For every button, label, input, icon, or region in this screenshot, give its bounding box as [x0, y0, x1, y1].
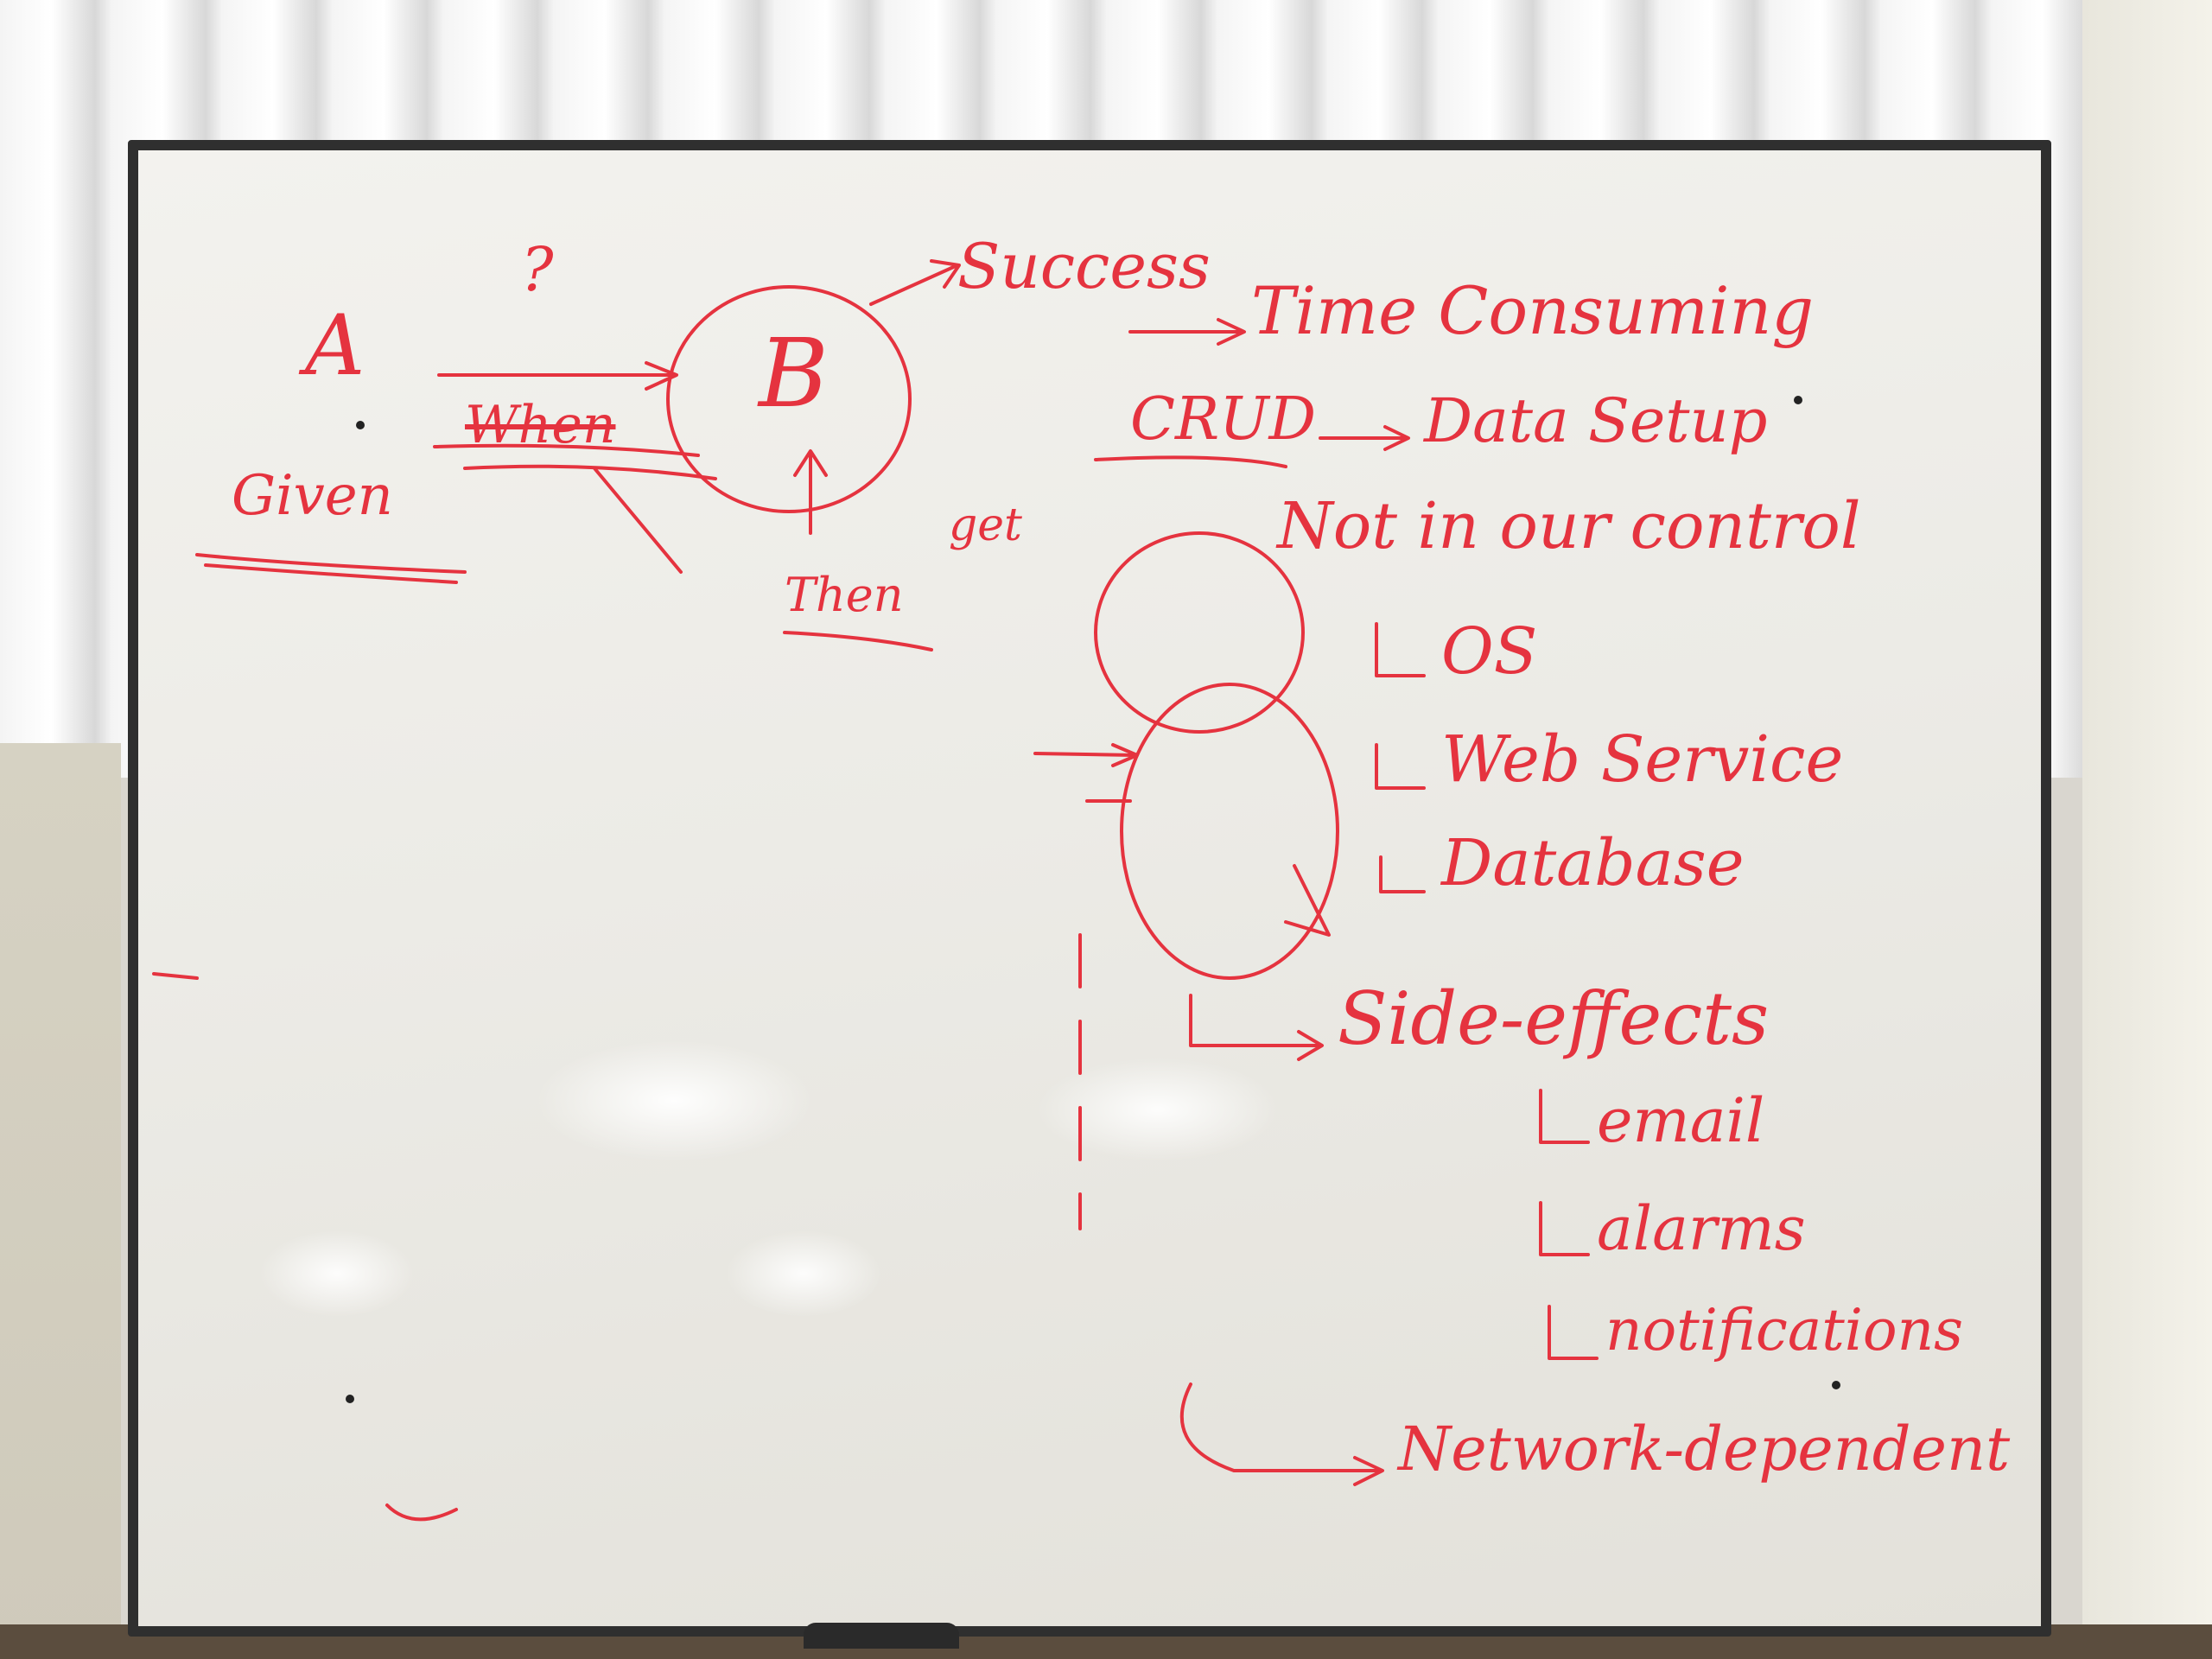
label-success: Success	[957, 230, 1211, 302]
label-question: ?	[521, 234, 554, 305]
label-os: OS	[1441, 614, 1538, 689]
label-network-dependent: Network-dependent	[1398, 1414, 2011, 1484]
hook-alarms	[1539, 1201, 1590, 1256]
hook-notif	[1548, 1305, 1599, 1360]
arrow-data-head	[1383, 425, 1410, 451]
label-side-effects: Side-effects	[1338, 976, 1770, 1061]
label-a: A	[305, 297, 365, 394]
wall-right	[2082, 0, 2212, 1659]
label-alarms: alarms	[1597, 1193, 1806, 1264]
label-notifications: notifications	[1605, 1297, 1963, 1363]
arrow-in-head	[1111, 743, 1139, 767]
label-when: When	[465, 395, 616, 455]
hook-os	[1375, 622, 1426, 677]
arrow-in	[1033, 752, 1136, 757]
magnet-dot-1	[356, 421, 365, 429]
marker-drawing: A Given ? When B Then Success CRUD get T…	[128, 140, 2051, 1637]
label-email: email	[1597, 1085, 1765, 1156]
when-tail	[593, 467, 683, 574]
label-then: Then	[785, 568, 904, 622]
arrow-circle-out	[1284, 864, 1331, 937]
hook-network	[1179, 1382, 1382, 1472]
whiteboard	[128, 140, 2051, 1637]
then-underline	[783, 631, 933, 652]
stray-mark-2	[385, 1503, 458, 1522]
magnet-dot-2	[1794, 396, 1802, 404]
hook-web	[1375, 743, 1426, 790]
wall-left	[0, 743, 121, 1659]
marker-strokes	[152, 259, 1599, 1522]
magnet-dot-4	[1832, 1381, 1840, 1389]
label-get: get	[949, 499, 1022, 551]
crud-underline	[1094, 455, 1287, 468]
label-b: B	[759, 318, 829, 429]
hook-db	[1379, 855, 1426, 893]
stray-mark-1	[152, 972, 199, 980]
hook-side-head	[1297, 1030, 1324, 1061]
label-given: Given	[232, 464, 393, 528]
label-crud: CRUD	[1130, 385, 1317, 454]
hook-email	[1539, 1089, 1590, 1144]
hook-network-head	[1353, 1456, 1384, 1486]
label-database: Database	[1441, 826, 1745, 900]
eraser	[804, 1623, 959, 1649]
label-data-setup: Data Setup	[1424, 385, 1768, 456]
arrow-b-success	[869, 264, 959, 306]
arrow-a-to-b-head	[645, 361, 678, 391]
magnet-dot-3	[346, 1395, 354, 1403]
given-underline-2	[204, 563, 458, 584]
label-time-consuming: Time Consuming	[1251, 272, 1814, 349]
hook-side	[1189, 994, 1322, 1047]
arrow-b-success-head	[930, 259, 961, 289]
arrow-time-head	[1217, 318, 1246, 346]
circle-b	[666, 285, 912, 513]
circle-control	[1094, 531, 1305, 734]
label-web-service: Web Service	[1441, 722, 1844, 797]
arrow-then-b-head	[793, 449, 828, 477]
when-strike-1	[433, 443, 700, 457]
circle-services	[1120, 683, 1339, 980]
when-strike-2	[463, 464, 717, 480]
given-underline	[195, 553, 467, 574]
label-not-in-control: Not in our control	[1277, 489, 1861, 563]
